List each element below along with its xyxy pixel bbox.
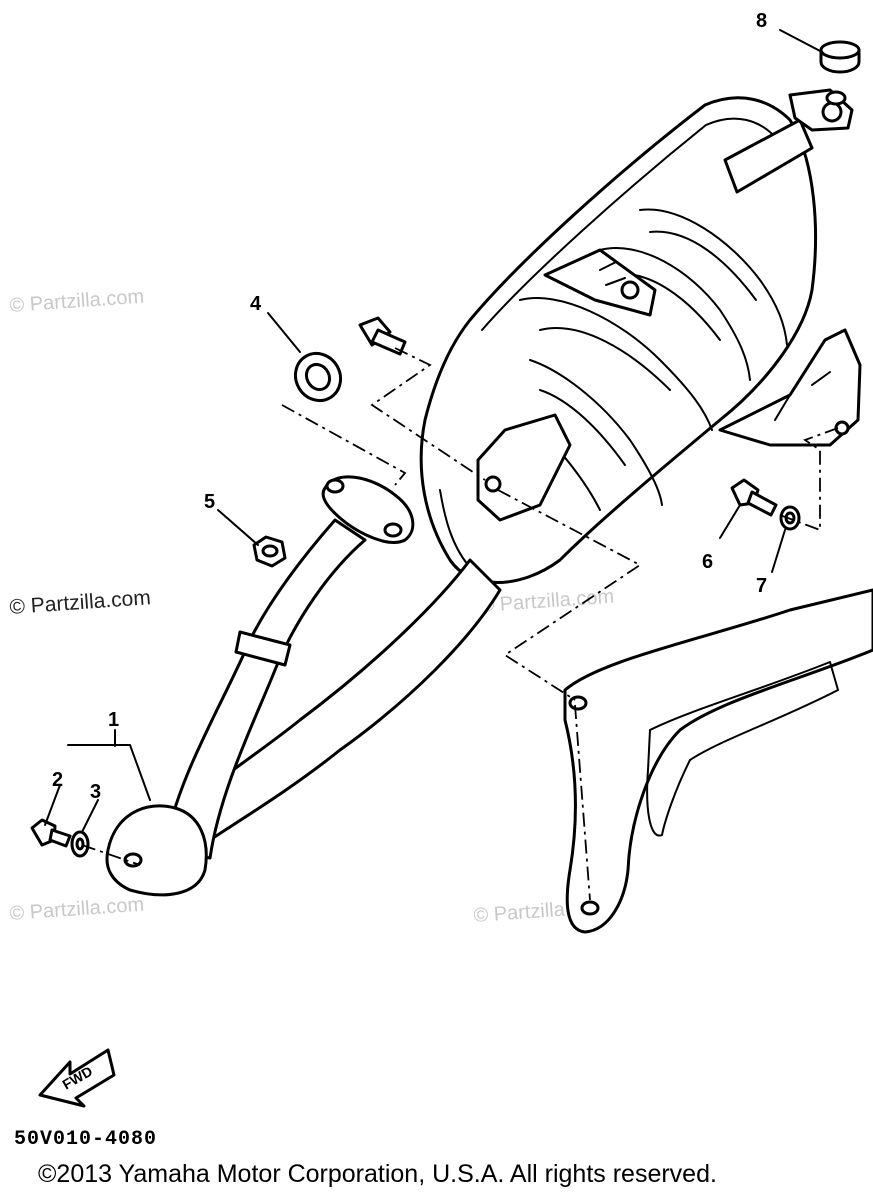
washer-3 — [70, 830, 90, 858]
callout-1: 1 — [108, 709, 119, 731]
callout-7: 7 — [756, 575, 767, 597]
callout-4: 4 — [250, 293, 262, 315]
copyright-text: ©2013 Yamaha Motor Corporation, U.S.A. A… — [38, 1160, 717, 1188]
watermark-dark: © Partzilla.com — [9, 586, 152, 619]
callout-6: 6 — [702, 551, 713, 573]
watermark: © Partzilla.com — [9, 894, 145, 925]
leader-lines — [44, 29, 823, 833]
callout-5: 5 — [204, 491, 215, 513]
bolt-6 — [730, 478, 778, 517]
fwd-arrow-icon: FWD — [38, 1048, 116, 1108]
exhaust-pipe — [105, 475, 502, 897]
watermark: © Partzilla.com — [9, 286, 145, 317]
callout-3: 3 — [90, 781, 101, 803]
grommet-8 — [819, 40, 861, 74]
assembly-lines — [81, 347, 839, 901]
nut-5 — [252, 535, 287, 568]
callout-8: 8 — [756, 10, 767, 32]
bolt-2 — [30, 818, 72, 848]
frame-bracket — [563, 588, 873, 934]
muffler — [419, 88, 862, 584]
diagram-code: 50V010-4080 — [14, 1128, 158, 1151]
callout-2: 2 — [52, 769, 63, 791]
gasket-4 — [293, 351, 343, 403]
